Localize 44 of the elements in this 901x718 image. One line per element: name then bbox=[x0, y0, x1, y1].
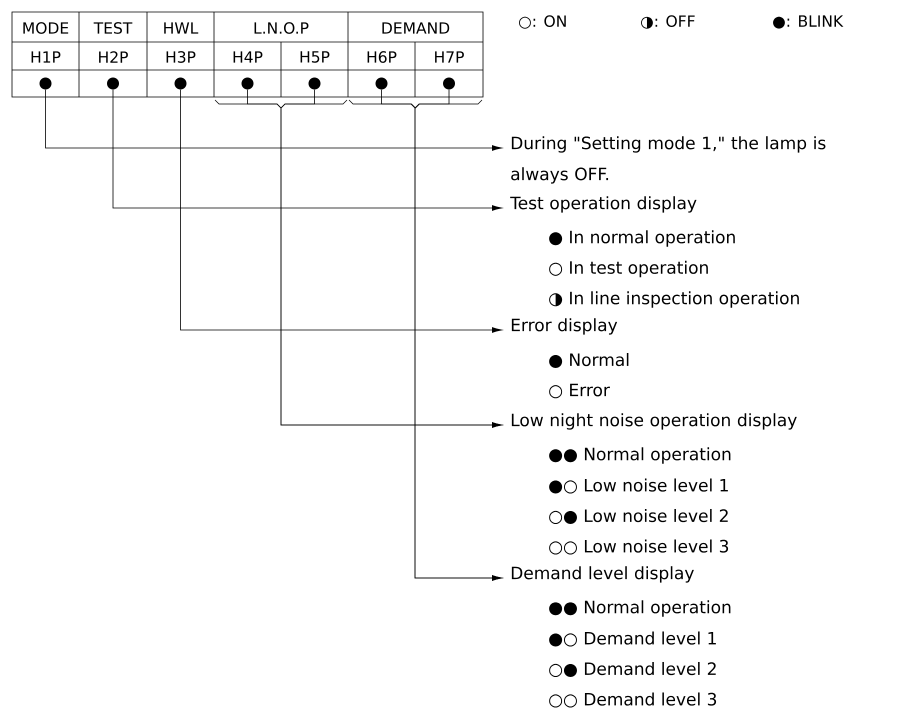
lamp-dot bbox=[174, 78, 186, 90]
status-item: ●● Normal operation bbox=[549, 600, 730, 617]
heading-text: Error display bbox=[512, 318, 618, 335]
table-cell: H1P bbox=[32, 51, 60, 63]
table-cell: H3P bbox=[166, 51, 196, 63]
legend-entry: ●: BLINK bbox=[773, 15, 844, 29]
status-item: ◑ In line inspection operation bbox=[549, 291, 799, 308]
table-cell: H5P bbox=[300, 51, 330, 63]
status-item: ○ In test operation bbox=[549, 260, 708, 278]
lamp-dot bbox=[40, 78, 52, 90]
status-item: ● In normal operation bbox=[549, 230, 735, 247]
status-item: ●○ Low noise level 1 bbox=[549, 478, 728, 494]
legend-entry: ○: ON bbox=[519, 15, 566, 29]
status-item: ● Normal bbox=[549, 353, 628, 368]
table-cell: H6P bbox=[368, 51, 396, 63]
arrow bbox=[112, 89, 502, 211]
lamp-dot bbox=[107, 78, 119, 90]
lamp-dot bbox=[308, 78, 320, 90]
lamp-dot bbox=[443, 78, 455, 90]
heading-text: Low night noise operation display bbox=[512, 413, 797, 430]
heading-text: Demand level display bbox=[512, 566, 694, 583]
table-cell: H4P bbox=[234, 51, 262, 63]
arrow bbox=[414, 89, 502, 581]
table-cell: DEMAND bbox=[382, 22, 450, 34]
status-item: ○○ Low noise level 3 bbox=[549, 539, 728, 555]
heading-text: During "Setting mode 1," the lamp is always OFF. bbox=[511, 136, 826, 184]
heading-text: Test operation display bbox=[510, 196, 696, 213]
status-item: ●● Normal operation bbox=[549, 447, 730, 464]
status-item: ●○ Demand level 1 bbox=[549, 631, 716, 647]
lamp-dot bbox=[242, 78, 254, 90]
status-item: ○ Error bbox=[549, 384, 610, 398]
legend-entry: ◑: OFF bbox=[641, 15, 695, 29]
status-item: ○○ Demand level 3 bbox=[549, 692, 716, 708]
table-cell: HWL bbox=[164, 22, 198, 34]
status-item: ○● Low noise level 2 bbox=[549, 508, 728, 524]
table-cell: H2P bbox=[99, 51, 128, 63]
table-cell: H7P bbox=[435, 51, 464, 63]
lamp-dot bbox=[376, 78, 388, 90]
arrow bbox=[45, 89, 502, 151]
table-cell: L.N.O.P bbox=[254, 22, 308, 34]
table-cell: MODE bbox=[23, 22, 68, 34]
table-cell: TEST bbox=[94, 22, 132, 34]
status-item: ○● Demand level 2 bbox=[549, 662, 716, 678]
arrow bbox=[180, 89, 502, 333]
